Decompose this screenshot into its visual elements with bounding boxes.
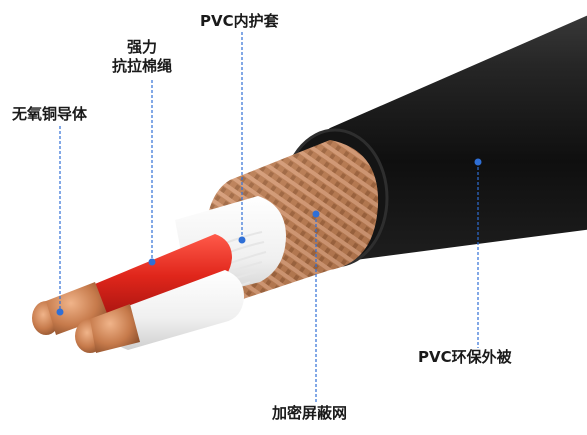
- white-insulated-core: [106, 270, 245, 350]
- label-strength-cotton: 强力 抗拉棉绳: [112, 38, 172, 76]
- label-braided-shield: 加密屏蔽网: [272, 404, 347, 423]
- label-shield-text: 加密屏蔽网: [272, 404, 348, 422]
- leader-lines: [59, 32, 479, 402]
- leader-dots: [56, 158, 482, 316]
- copper-strand-1: [46, 282, 108, 335]
- label-pvc-outer-jacket: PVC环保外被: [418, 348, 512, 367]
- label-pvc-outer-text: PVC环保外被: [418, 348, 512, 366]
- label-copper-text: 无氧铜导体: [12, 105, 88, 123]
- red-insulated-core: [85, 234, 232, 318]
- label-strength-line2: 抗拉棉绳: [112, 57, 173, 75]
- label-strength-line1: 强力: [127, 38, 158, 56]
- label-pvc-inner-text: PVC内护套: [200, 12, 279, 30]
- copper-strand-2: [90, 304, 140, 353]
- label-pvc-inner-sheath: PVC内护套: [200, 12, 279, 31]
- label-copper-conductor: 无氧铜导体: [12, 105, 87, 124]
